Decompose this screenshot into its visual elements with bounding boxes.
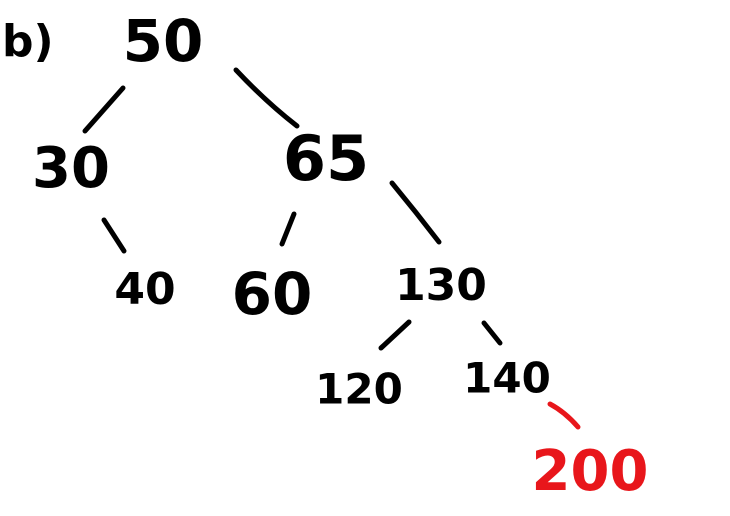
edge-140-200 xyxy=(547,401,581,430)
edge-30-40 xyxy=(101,217,127,254)
edge-50-30 xyxy=(82,85,126,134)
edge-130-120 xyxy=(378,319,412,351)
node-130: 130 xyxy=(395,260,487,311)
edge-65-130 xyxy=(389,180,442,245)
node-50: 50 xyxy=(123,7,204,75)
node-40: 40 xyxy=(114,264,175,315)
edge-130-140 xyxy=(481,320,503,346)
node-120: 120 xyxy=(315,365,403,414)
tree-edges xyxy=(82,67,581,430)
node-200: 200 xyxy=(532,439,649,504)
part-label: b) xyxy=(2,16,54,67)
node-60: 60 xyxy=(232,260,313,328)
edge-65-60 xyxy=(279,211,297,247)
edge-50-65 xyxy=(233,67,300,129)
node-140: 140 xyxy=(463,354,551,403)
node-30: 30 xyxy=(32,136,110,201)
node-65: 65 xyxy=(283,122,369,195)
